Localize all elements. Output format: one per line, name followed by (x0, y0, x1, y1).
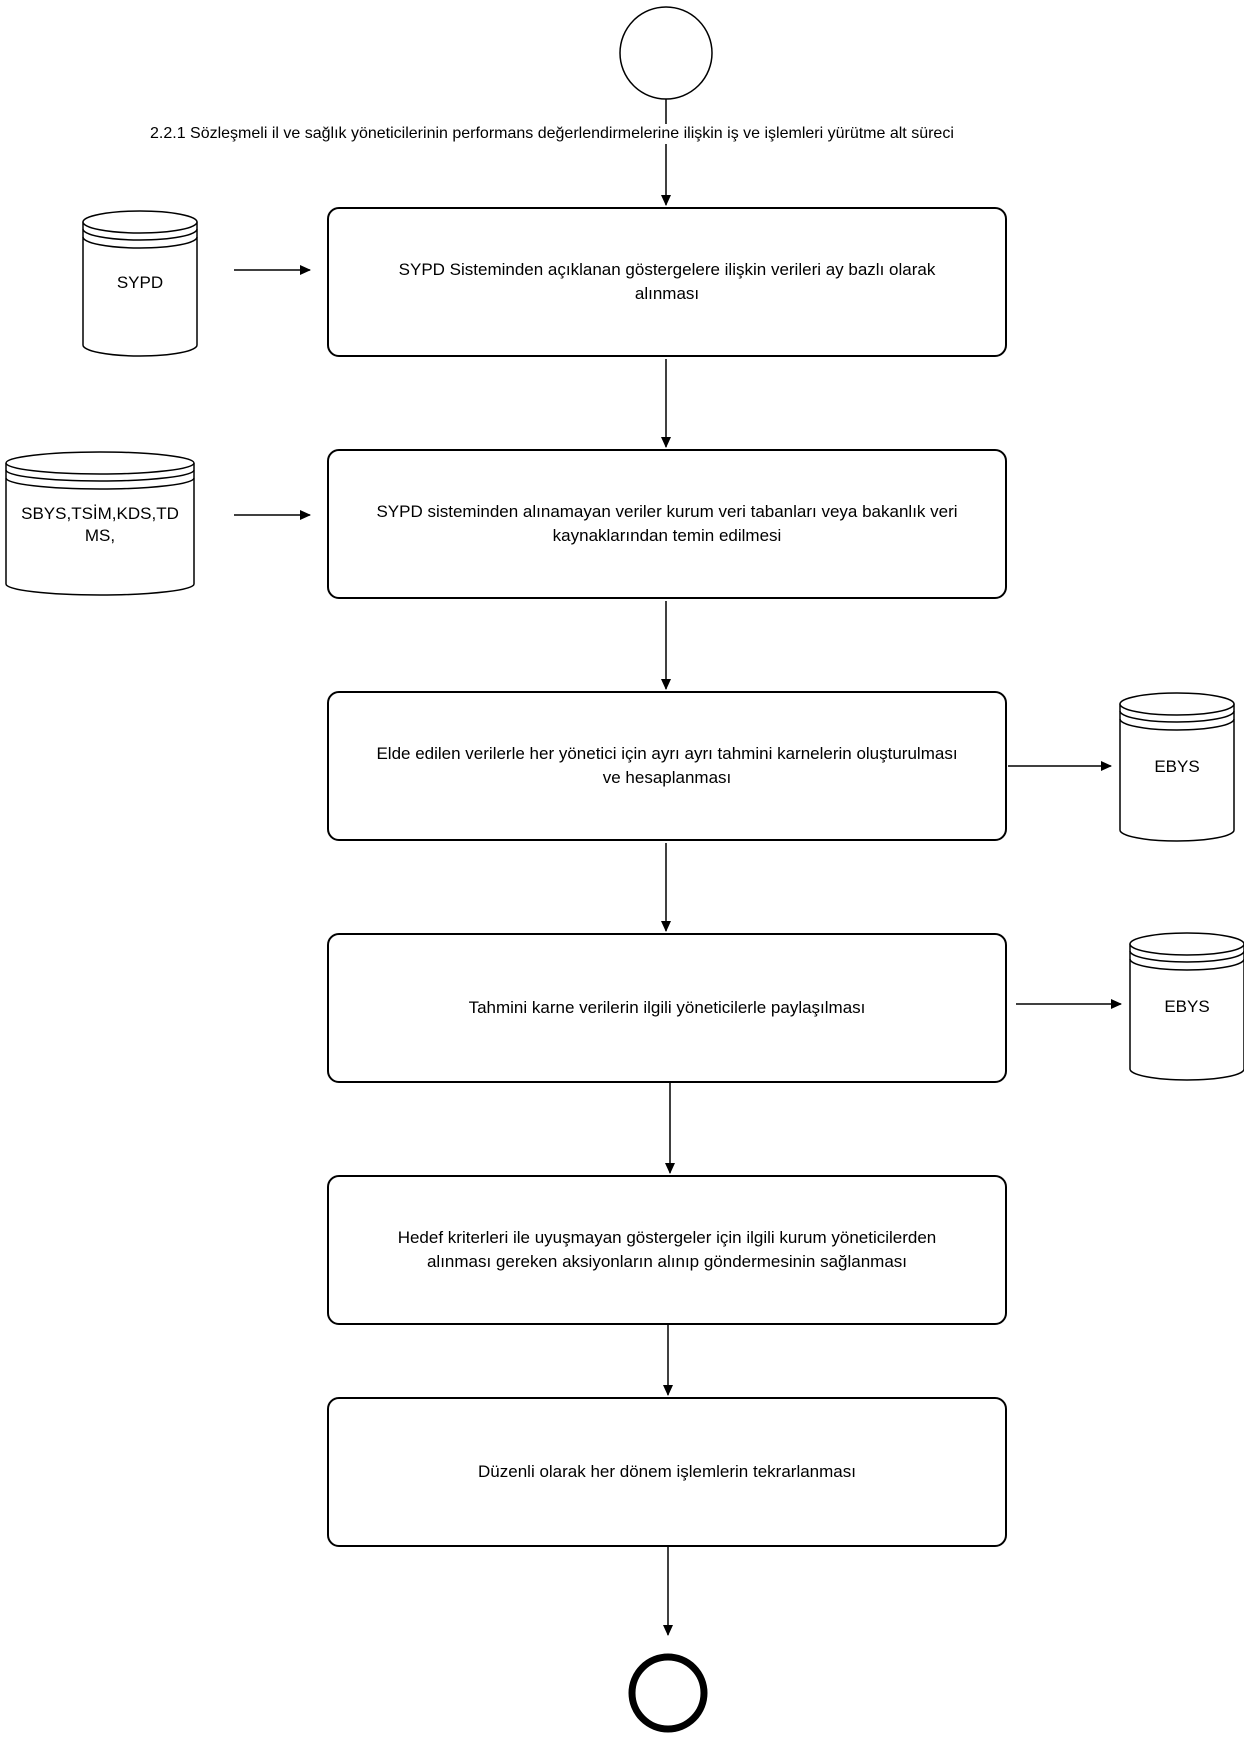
process-step-3: Elde edilen verilerle her yönetici için … (327, 691, 1007, 841)
datastore-ebys-2 (1129, 932, 1244, 1081)
datastore-ebys-1-label: EBYS (1154, 757, 1200, 776)
process-step-4: Tahmini karne verilerin ilgili yöneticil… (327, 933, 1007, 1083)
datastore-ebys-1 (1119, 692, 1235, 842)
process-title: 2.2.1 Sözleşmeli il ve sağlık yöneticile… (150, 124, 1150, 144)
process-step-2: SYPD sisteminden alınamayan veriler kuru… (327, 449, 1007, 599)
process-step-5-label: Hedef kriterleri ile uyuşmayan göstergel… (397, 1228, 937, 1271)
process-step-6-label: Düzenli olarak her dönem işlemlerin tekr… (478, 1462, 856, 1481)
process-step-1: SYPD Sisteminden açıklanan göstergelere … (327, 207, 1007, 357)
datastore-sbys (5, 451, 195, 596)
process-step-6: Düzenli olarak her dönem işlemlerin tekr… (327, 1397, 1007, 1547)
datastore-sypd (82, 210, 198, 357)
process-step-5: Hedef kriterleri ile uyuşmayan göstergel… (327, 1175, 1007, 1325)
datastore-ebys-2-label: EBYS (1164, 997, 1210, 1016)
process-step-1-label: SYPD Sisteminden açıklanan göstergelere … (398, 260, 936, 303)
process-step-2-label: SYPD sisteminden alınamayan veriler kuru… (376, 502, 958, 545)
datastore-sbys-label: SBYS,TSİM,KDS,TD MS, (21, 504, 179, 545)
process-step-3-label: Elde edilen verilerle her yönetici için … (376, 744, 958, 787)
process-step-4-label: Tahmini karne verilerin ilgili yöneticil… (468, 998, 866, 1017)
datastore-sypd-label: SYPD (116, 273, 164, 292)
end-event-circle (628, 1653, 708, 1733)
start-event-circle (619, 6, 713, 100)
